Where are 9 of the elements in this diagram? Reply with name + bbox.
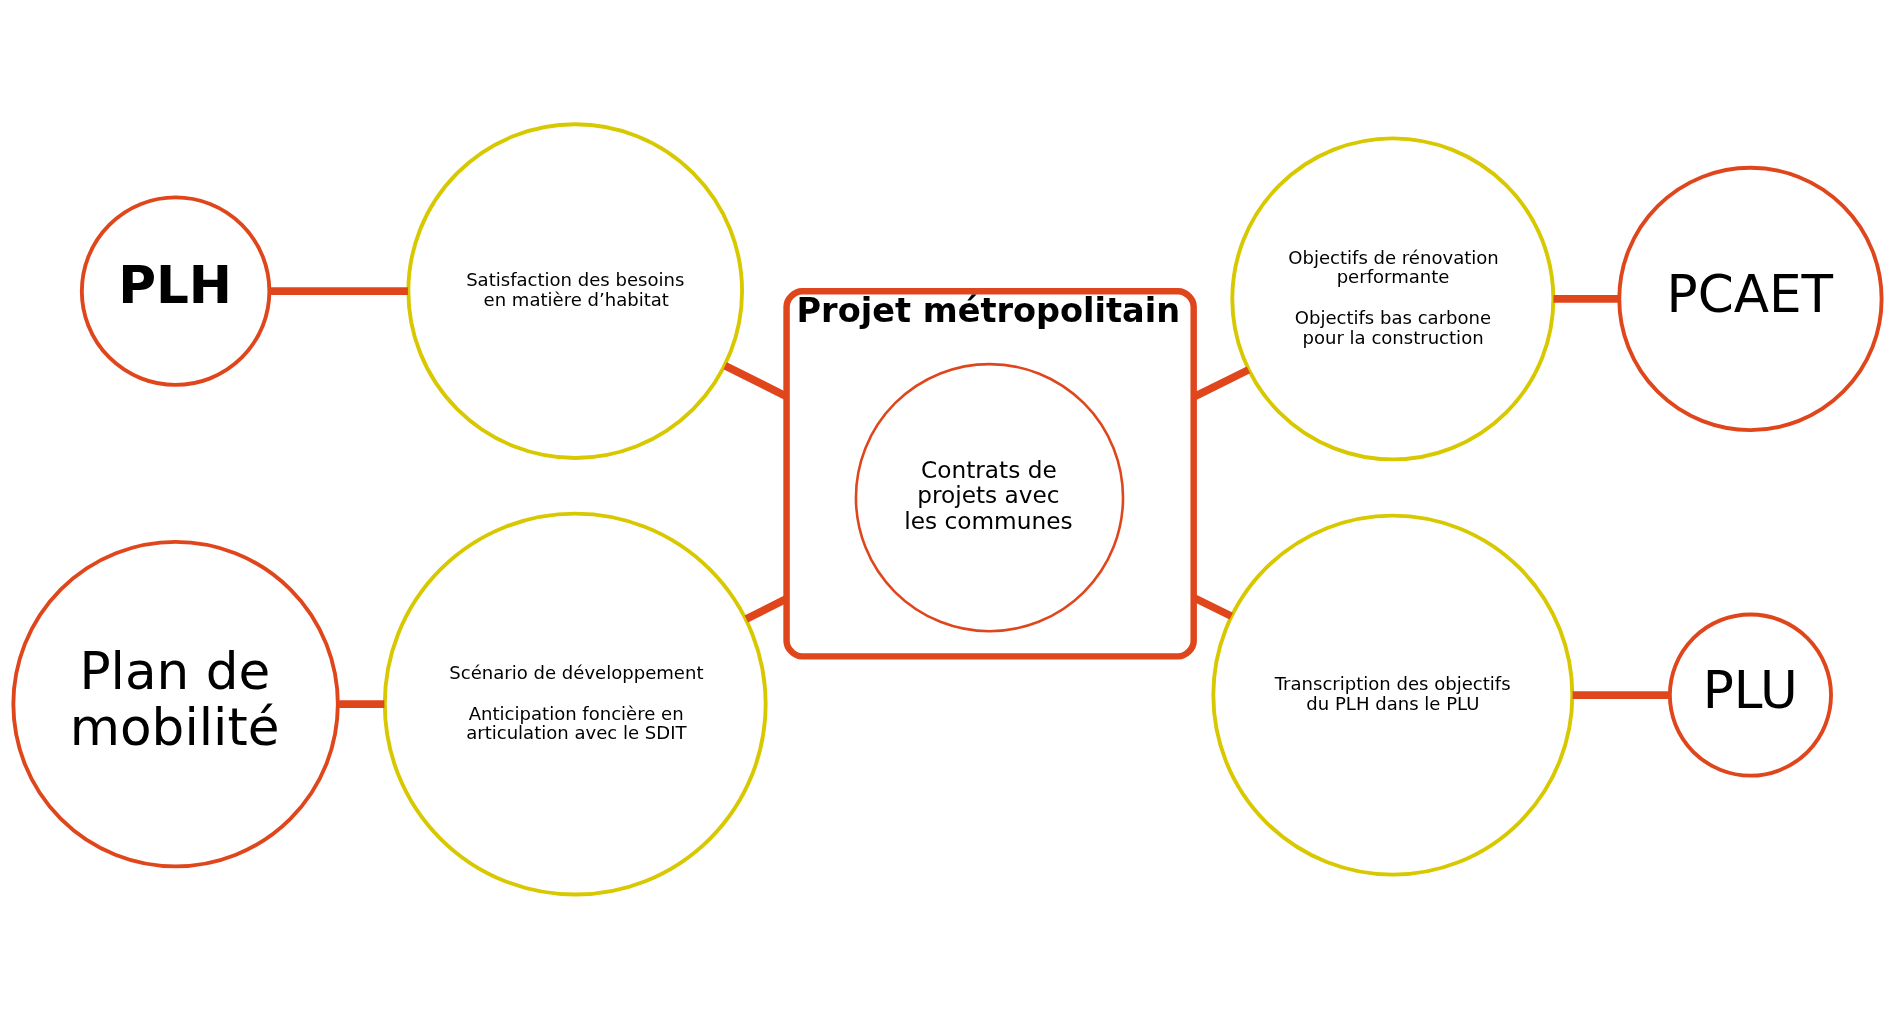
node-circle: Satisfaction des besoins en matière d’habitat: [406, 121, 744, 460]
node-circle: Scénario de développement Anticipation foncière en articulation avec le SDIT: [382, 511, 768, 896]
node-circle: Objectifs de rénovation performante Objectifs bas carbone pour la construction: [1230, 135, 1556, 461]
node-circle: Plan de mobilité: [11, 539, 340, 868]
node-circle: Contrats de projets avec les communes: [854, 362, 1125, 632]
node-circle: Transcription des objectifs du PLH dans le PLU: [1211, 513, 1575, 877]
node-circle: PLU: [1667, 612, 1833, 778]
node-circle: PCAET: [1617, 165, 1884, 432]
node-circle: PLH: [79, 194, 272, 387]
